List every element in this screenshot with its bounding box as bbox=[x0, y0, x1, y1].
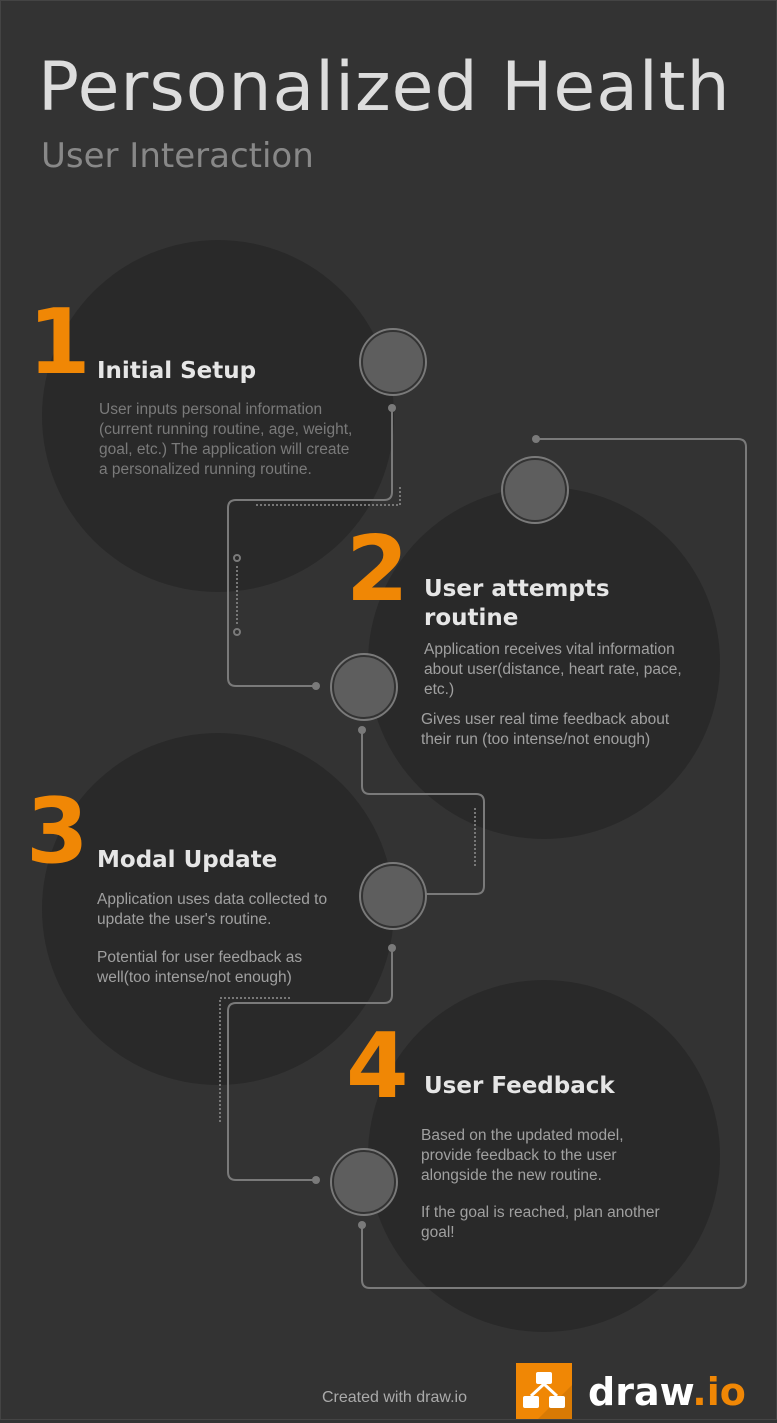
logo-suffix: .io bbox=[692, 1370, 746, 1414]
created-with-label: Created with draw.io bbox=[322, 1389, 467, 1406]
step-4-text-2: If the goal is reached, plan another goa… bbox=[421, 1204, 660, 1241]
step-2-text: Application receives vital information a… bbox=[424, 641, 682, 698]
step-3-circle bbox=[42, 733, 394, 1085]
drawio-logo-text: draw.io bbox=[588, 1370, 746, 1414]
page-subtitle: User Interaction bbox=[41, 136, 314, 176]
step-4-text: Based on the updated model, provide feed… bbox=[421, 1127, 624, 1184]
step-2-number: 2 bbox=[346, 517, 409, 622]
connector-node-icon bbox=[332, 655, 396, 719]
step-3-number: 3 bbox=[26, 779, 89, 884]
step-1-heading: Initial Setup bbox=[97, 358, 257, 384]
step-3-heading: Modal Update bbox=[97, 847, 278, 873]
connector-node-icon bbox=[361, 864, 425, 928]
step-1-number: 1 bbox=[28, 290, 91, 395]
step-1-circle bbox=[42, 240, 394, 592]
step-1-text: User inputs personal information (curren… bbox=[99, 401, 353, 478]
step-4-heading: User Feedback bbox=[424, 1073, 615, 1099]
step-4-number: 4 bbox=[346, 1014, 409, 1119]
connector-loop bbox=[361, 438, 747, 1289]
connector-2-3 bbox=[361, 730, 485, 895]
connector-1-2 bbox=[227, 408, 393, 687]
drawio-logo-icon bbox=[516, 1363, 572, 1419]
step-2-circle bbox=[368, 487, 720, 839]
step-4-circle bbox=[368, 980, 720, 1332]
page-title: Personalized Health bbox=[38, 48, 731, 127]
step-3-text: Application uses data collected to updat… bbox=[97, 891, 328, 928]
step-3-text-2: Potential for user feedback as well(too … bbox=[97, 949, 303, 986]
drawio-diagram-icon bbox=[523, 1372, 572, 1419]
step-2-text-2: Gives user real time feedback about thei… bbox=[421, 711, 670, 748]
step-2-heading: User attempts routine bbox=[424, 576, 610, 631]
connector-node-icon bbox=[332, 1150, 396, 1214]
logo-word: draw bbox=[588, 1370, 693, 1414]
connector-node-icon bbox=[503, 458, 567, 522]
connector-3-4 bbox=[227, 948, 393, 1181]
connector-node-icon bbox=[361, 330, 425, 394]
